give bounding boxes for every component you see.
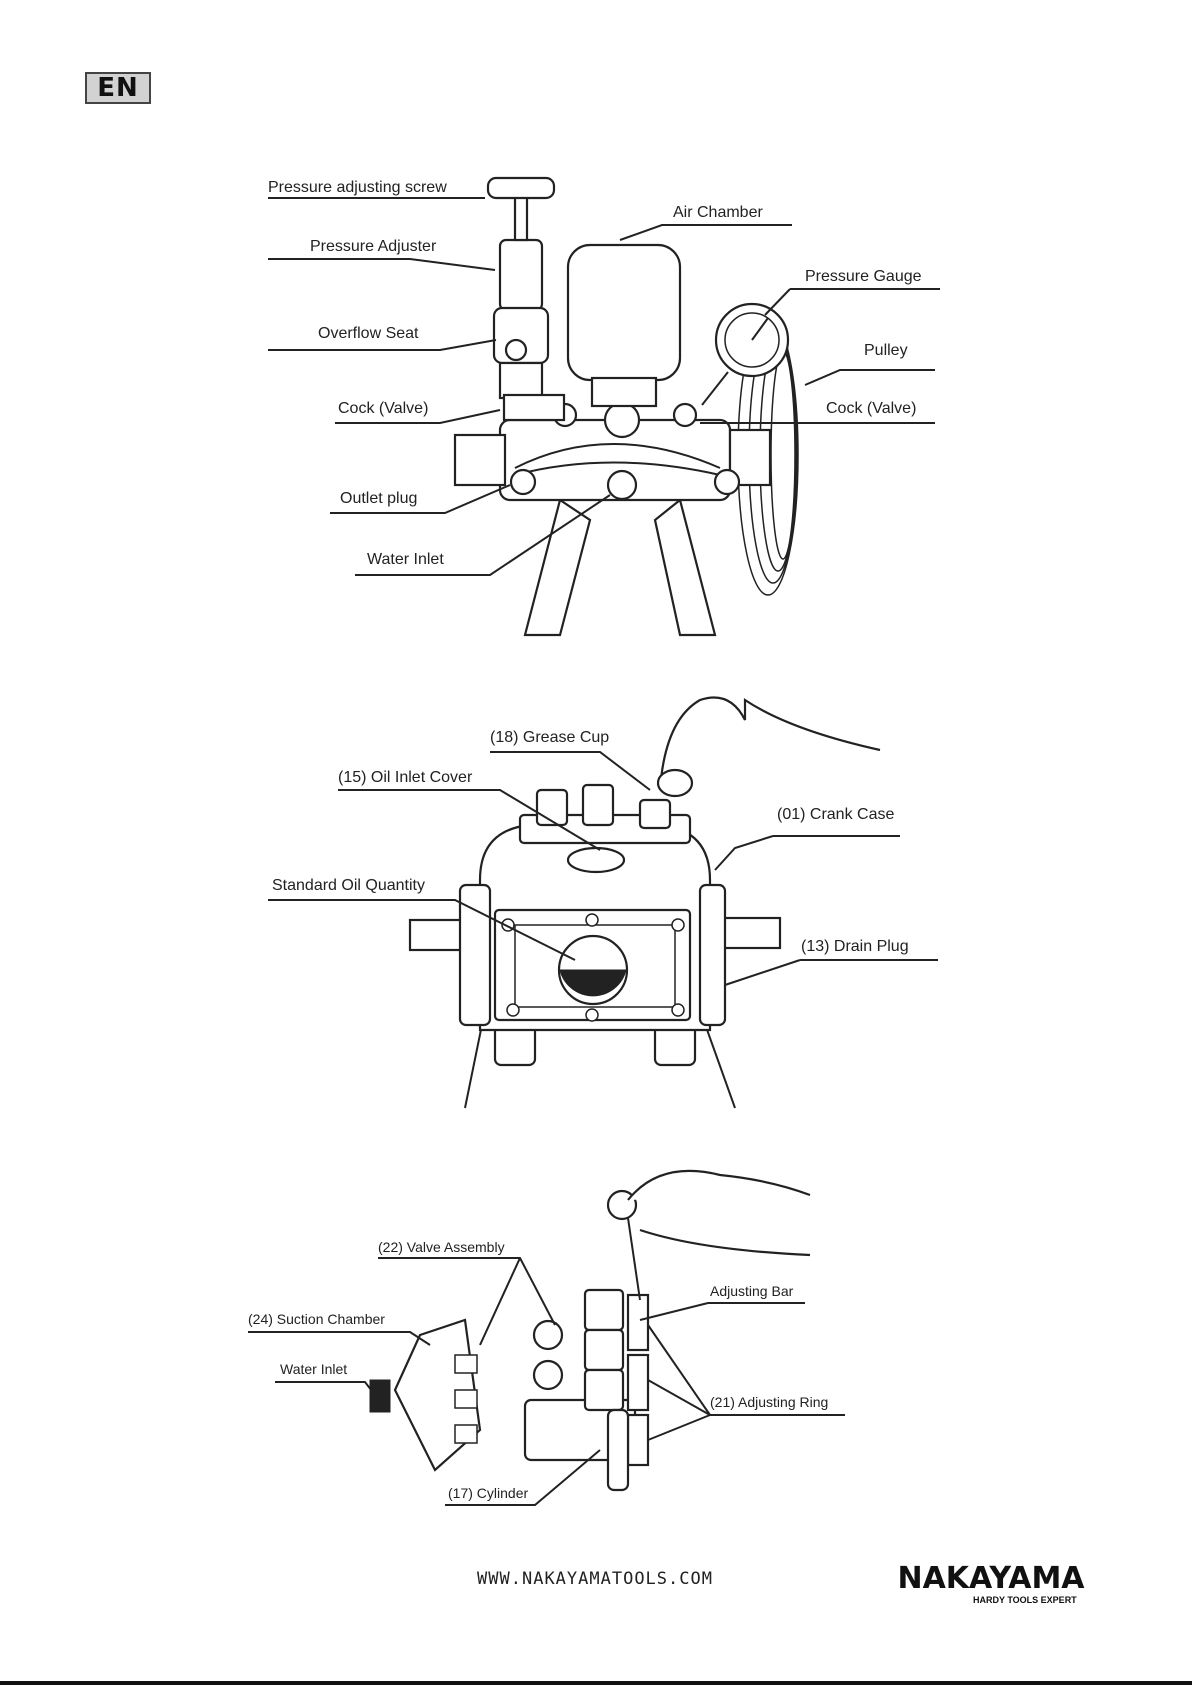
- stand-leg-right: [653, 498, 717, 637]
- grease-cup-2: [581, 783, 615, 827]
- valve-assembly-2: [532, 1359, 564, 1391]
- adjuster-base: [498, 361, 544, 400]
- hand-outline-2: [627, 1169, 811, 1257]
- label-adjusting-bar: Adjusting Bar: [710, 1283, 794, 1299]
- pressure-adjuster-shape: [498, 238, 544, 312]
- brand-tagline: HARDY TOOLS EXPERT: [973, 1595, 1077, 1605]
- standard-oil-level: [559, 969, 627, 997]
- label-suction-chamber: (24) Suction Chamber: [248, 1311, 385, 1327]
- label-crank-case: (01) Crank Case: [777, 806, 894, 823]
- adjusting-screw-shaft: [513, 193, 529, 242]
- center-port: [603, 401, 641, 439]
- label-cylinder: (17) Cylinder: [448, 1485, 528, 1501]
- outlet-plug-right: [713, 468, 741, 496]
- label-pressure-adjuster: Pressure Adjuster: [310, 238, 437, 255]
- label-cock-valve-left: Cock (Valve): [338, 400, 428, 417]
- label-pressure-gauge: Pressure Gauge: [805, 268, 922, 285]
- adjusting-ring-3: [626, 1413, 650, 1467]
- cylinder-sleeve-2: [583, 1328, 625, 1372]
- label-pulley: Pulley: [864, 342, 908, 359]
- drain-plug-shape: [698, 883, 727, 1027]
- label-water-inlet-1: Water Inlet: [367, 551, 444, 568]
- adjuster-outlet: [502, 393, 566, 422]
- bottom-rule: [0, 1681, 1192, 1685]
- water-inlet-port: [606, 469, 638, 501]
- valve-assembly-1: [532, 1319, 564, 1351]
- air-chamber-shape: [566, 243, 682, 382]
- cock-valve-right-shape: [672, 402, 698, 428]
- pump-shaft-left: [453, 433, 507, 487]
- label-valve-assembly: (22) Valve Assembly: [378, 1239, 505, 1255]
- grease-cup-3: [638, 798, 672, 830]
- label-cock-valve-right: Cock (Valve): [826, 400, 916, 417]
- stand-leg-left: [523, 498, 592, 637]
- adjusting-ring-1: [626, 1293, 650, 1352]
- cylinder-sleeve-3: [583, 1368, 625, 1412]
- label-pressure-adjusting-screw: Pressure adjusting screw: [268, 179, 447, 196]
- label-drain-plug: (13) Drain Plug: [801, 938, 909, 955]
- adjusting-bar-shape: [627, 1217, 641, 1301]
- figure-pump-assembly: [268, 176, 940, 637]
- water-inlet-fitting: [369, 1379, 391, 1413]
- brand-name: NAKAYAMA: [897, 1561, 1085, 1596]
- oil-inlet-cover-shape: [566, 846, 626, 874]
- label-standard-oil-quantity: Standard Oil Quantity: [272, 877, 425, 894]
- brand-logo: NAKAYAMA HARDY TOOLS EXPERT: [878, 1561, 1104, 1606]
- label-air-chamber: Air Chamber: [673, 204, 763, 221]
- label-grease-cup: (18) Grease Cup: [490, 729, 609, 746]
- label-outlet-plug: Outlet plug: [340, 490, 417, 507]
- figure-cylinder-assembly: [248, 1169, 845, 1506]
- grease-cup-1: [535, 788, 569, 827]
- cylinder-sleeve-1: [583, 1288, 625, 1332]
- hand-outline-1: [658, 696, 881, 791]
- pressure-adjusting-screw-knob: [486, 176, 556, 200]
- label-oil-inlet-cover: (15) Oil Inlet Cover: [338, 769, 473, 786]
- footer-website: WWW.NAKAYAMATOOLS.COM: [477, 1569, 713, 1589]
- adjusting-ring-2: [626, 1353, 650, 1412]
- figure-crank-case: [268, 696, 938, 1109]
- language-badge: EN: [85, 72, 151, 104]
- label-overflow-seat: Overflow Seat: [318, 325, 419, 342]
- label-water-inlet-3: Water Inlet: [280, 1361, 347, 1377]
- label-adjusting-ring: (21) Adjusting Ring: [710, 1394, 828, 1410]
- outlet-plug-left: [509, 468, 537, 496]
- air-chamber-neck: [590, 376, 658, 408]
